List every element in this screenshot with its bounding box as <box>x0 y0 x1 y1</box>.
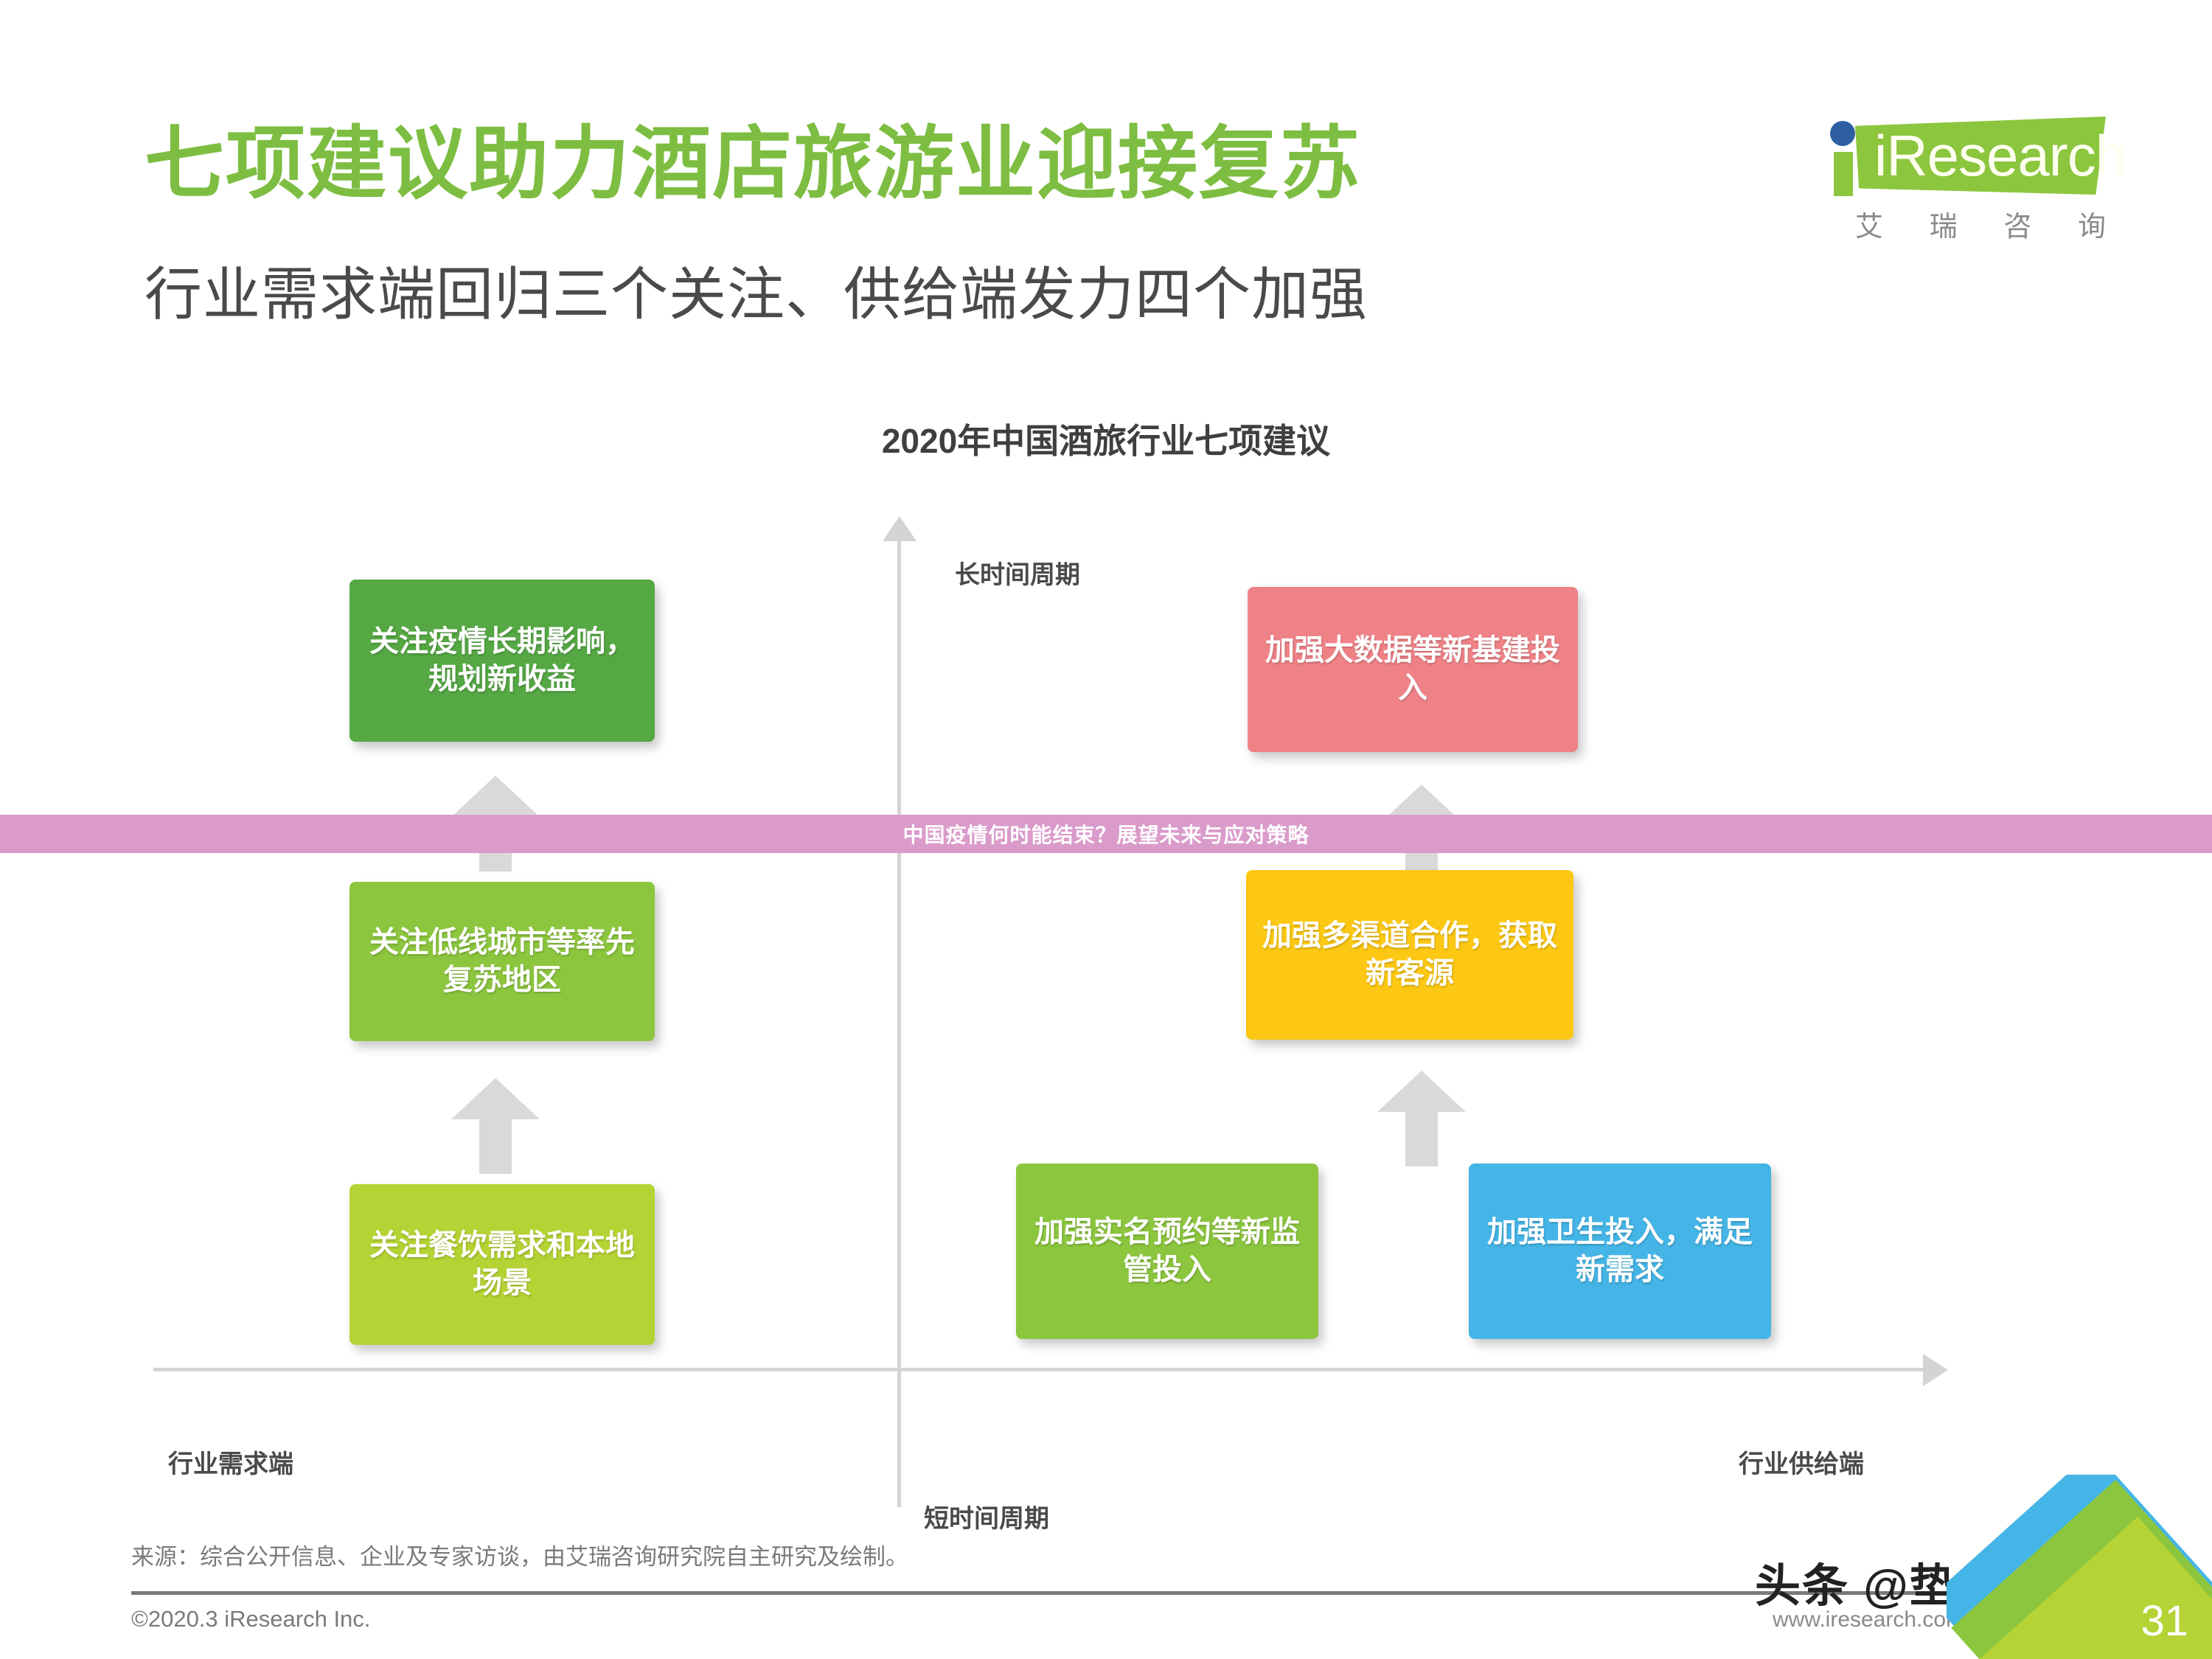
recommendation-box: 加强多渠道合作，获取新客源 <box>1246 870 1573 1040</box>
vertical-axis <box>897 532 901 1507</box>
axis-label-long-cycle: 长时间周期 <box>955 561 1080 589</box>
logo-cn-char: 咨 <box>2003 212 2032 243</box>
recommendation-box: 加强实名预约等新监管投入 <box>1016 1164 1318 1339</box>
horizontal-axis <box>153 1368 1927 1371</box>
copyright-text: ©2020.3 iResearch Inc. <box>131 1606 371 1632</box>
connector-arrow-up-icon <box>1377 1071 1466 1166</box>
recommendation-box: 加强卫生投入，满足新需求 <box>1469 1164 1771 1339</box>
arrow-shaft <box>479 1116 512 1174</box>
footer-divider <box>131 1591 2078 1595</box>
logo-plate-shape <box>1855 116 2106 195</box>
logo-i-dot-icon <box>1830 121 1855 146</box>
overlay-banner: 中国疫情何时能结束？展望未来与应对策略 <box>0 815 2212 853</box>
arrow-head <box>451 1078 540 1119</box>
recommendation-box: 加强大数据等新基建投入 <box>1248 587 1578 752</box>
overlay-banner-text: 中国疫情何时能结束？展望未来与应对策略 <box>902 824 1310 846</box>
horizontal-axis-arrow-icon <box>1923 1354 1948 1386</box>
arrow-head <box>451 776 540 817</box>
logo-wordmark: iResearch <box>1874 123 2127 188</box>
connector-arrow-up-icon <box>451 1078 540 1174</box>
logo-cn-char: 瑞 <box>1929 212 1958 243</box>
axis-label-short-cycle: 短时间周期 <box>924 1505 1049 1533</box>
page-subtitle: 行业需求端回归三个关注、供给端发力四个加强 <box>145 262 1368 327</box>
logo-chinese-name: 艾 瑞 咨 询 <box>1855 204 2106 244</box>
arrow-shaft <box>1405 1109 1438 1166</box>
source-note: 来源：综合公开信息、企业及专家访谈，由艾瑞咨询研究院自主研究及绘制。 <box>131 1544 908 1570</box>
recommendation-box: 关注低线城市等率先复苏地区 <box>349 882 655 1041</box>
logo-cn-char: 艾 <box>1855 212 1884 243</box>
recommendation-box: 关注餐饮需求和本地场景 <box>349 1184 655 1345</box>
recommendation-box: 关注疫情长期影响，规划新收益 <box>349 580 655 742</box>
iresearch-logo: iResearch 艾 瑞 咨 询 <box>1821 111 2127 251</box>
axis-label-demand-side: 行业需求端 <box>168 1450 293 1478</box>
page-title: 七项建议助力酒店旅游业迎接复苏 <box>145 119 1362 208</box>
logo-i-stem-icon <box>1834 152 1853 196</box>
axis-label-supply-side: 行业供给端 <box>1739 1450 1864 1478</box>
arrow-head <box>1377 1071 1466 1112</box>
page-number: 31 <box>2140 1597 2188 1645</box>
chart-title: 2020年中国酒旅行业七项建议 <box>881 422 1331 460</box>
vertical-axis-arrow-icon <box>883 516 917 541</box>
logo-cn-char: 询 <box>2077 212 2106 243</box>
